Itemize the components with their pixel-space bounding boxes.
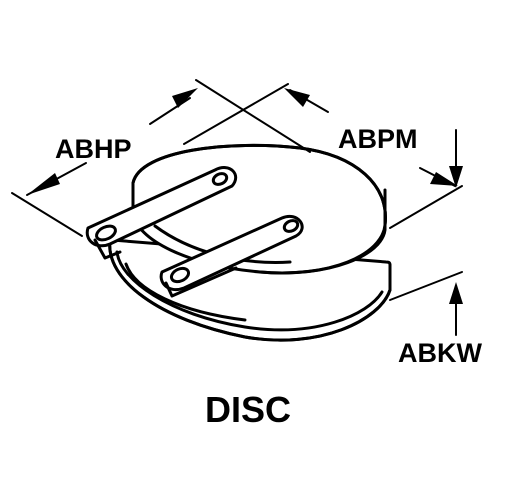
dimension-label-abkw: ABKW: [398, 338, 482, 368]
terminal-tab-right: [159, 214, 304, 298]
terminal-tab-left: [85, 166, 238, 260]
dimension-abpm: ABPM: [183, 83, 463, 229]
dimension-abhp: ABHP: [11, 79, 311, 237]
dimension-label-abpm: ABPM: [338, 124, 418, 154]
diagram-caption: DISC: [205, 389, 291, 430]
dimension-abkw: ABKW: [389, 129, 482, 368]
dimension-label-abhp: ABHP: [55, 134, 132, 164]
